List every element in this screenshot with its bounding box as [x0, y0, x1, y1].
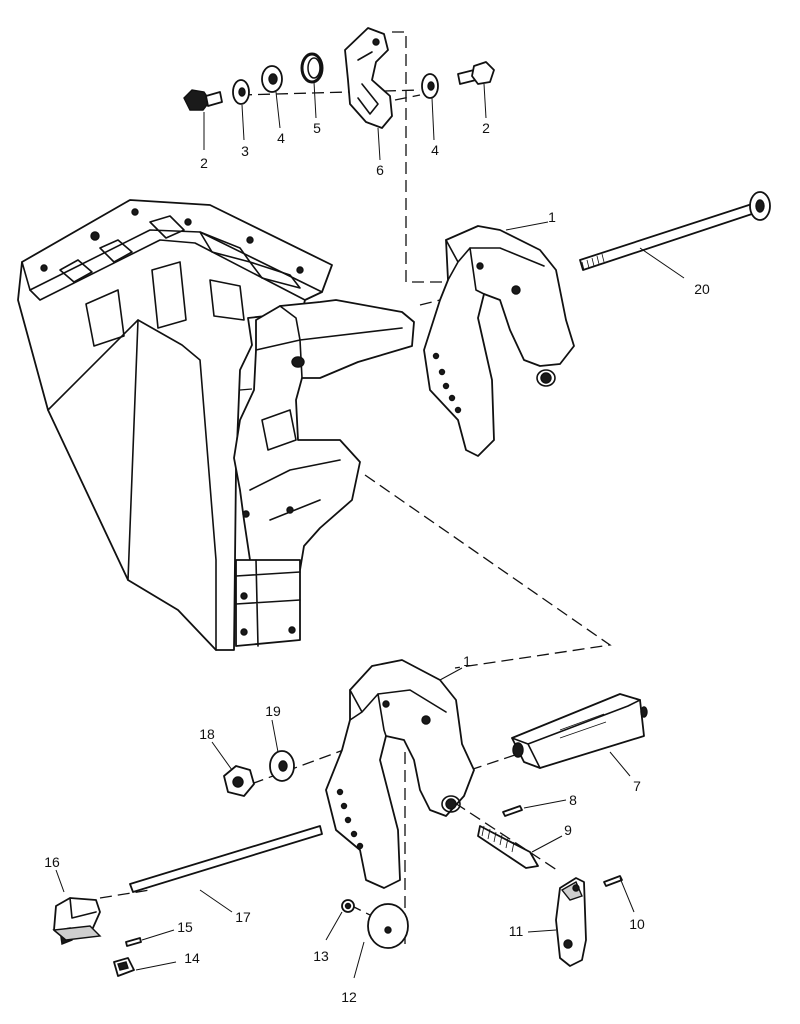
callout-labels: 1 1 2 2 3 4 4 5 6 7 8 9 10 11 12 13 14 1…	[44, 120, 710, 1005]
callout-10: 10	[629, 916, 645, 932]
spring-clip-part-15	[125, 937, 142, 947]
spring-ring-part-5	[300, 52, 324, 84]
callout-3: 3	[241, 143, 249, 159]
callout-2-right: 2	[482, 120, 490, 136]
callout-8: 8	[569, 792, 577, 808]
disc-part-12	[367, 903, 409, 949]
nut-part-18	[223, 765, 255, 797]
pin-part-10	[603, 875, 623, 887]
callout-11: 11	[509, 923, 524, 939]
swivel-bracket	[233, 299, 415, 581]
leader-lines	[55, 81, 685, 979]
callout-7: 7	[633, 778, 641, 794]
callout-9: 9	[564, 822, 572, 838]
cap-part-13	[341, 899, 355, 913]
lock-lever-part-16	[52, 897, 102, 945]
spring-part-9	[477, 825, 539, 869]
clamp-bracket-bottom-part-1	[325, 659, 475, 889]
exhaust-housing	[17, 199, 333, 651]
clamp-bracket-top-part-1	[423, 225, 575, 457]
callout-4-left: 4	[277, 130, 285, 146]
callout-20: 20	[694, 281, 710, 297]
callout-4-right: 4	[431, 142, 439, 158]
callout-15: 15	[177, 919, 193, 935]
pin-part-8	[502, 805, 523, 817]
bolt-right-part-2	[457, 61, 495, 85]
callout-14: 14	[184, 950, 200, 966]
callout-6: 6	[376, 162, 384, 178]
callout-16: 16	[44, 854, 60, 870]
washer-part-19	[269, 750, 295, 782]
callout-13: 13	[313, 948, 329, 964]
callout-1-top: 1	[548, 209, 556, 225]
callout-5: 5	[313, 120, 321, 136]
tilt-cylinder-part-7	[511, 693, 648, 769]
callout-19: 19	[265, 703, 281, 719]
rod-part-17	[129, 825, 323, 893]
callout-2-left: 2	[200, 155, 208, 171]
callout-12: 12	[341, 989, 357, 1005]
tilt-plate-part-6	[344, 27, 393, 129]
through-bolt-part-20	[579, 191, 771, 271]
callout-1-bottom: 1	[463, 653, 471, 669]
lever-part-11	[555, 877, 587, 967]
washer-right-part-4	[421, 73, 439, 99]
callout-18: 18	[199, 726, 215, 742]
washer-part-3	[232, 79, 250, 105]
spring-clip-part-14	[113, 957, 135, 977]
steering-tube	[235, 559, 301, 647]
bolt-left-part-2	[183, 89, 223, 111]
callout-17: 17	[235, 909, 251, 925]
washer-left-part-4	[261, 65, 283, 93]
